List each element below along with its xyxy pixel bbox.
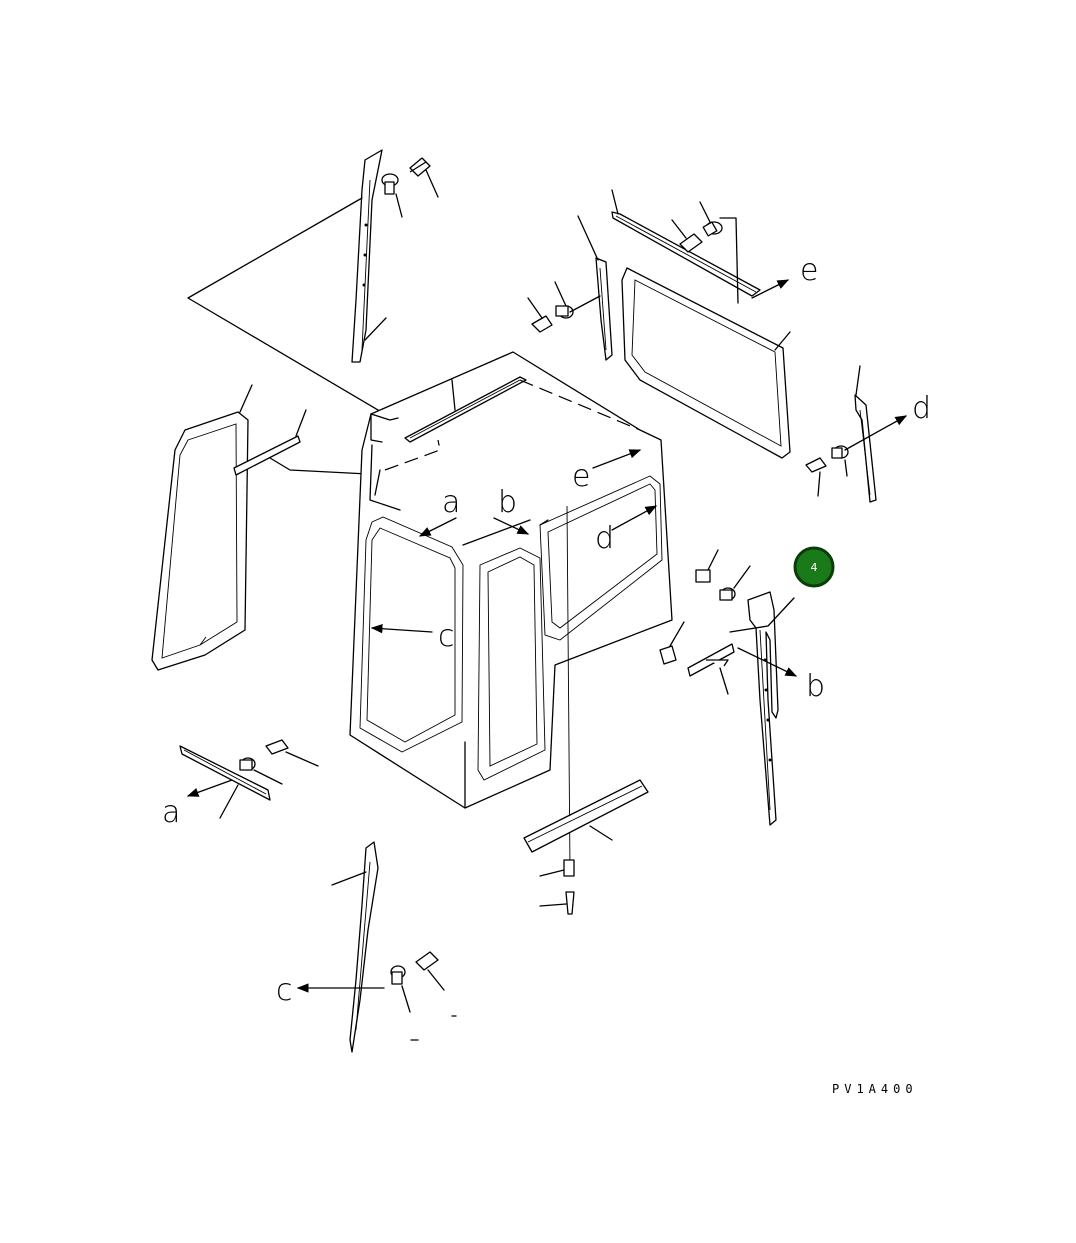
leader-line	[566, 505, 571, 871]
ref-letter-d: d	[912, 391, 931, 426]
arrow-a-cab	[418, 517, 457, 537]
ref-letter-c: c	[438, 619, 455, 654]
bracket-part	[687, 643, 735, 695]
front-sill-trim	[523, 779, 649, 853]
bolt-icon	[699, 201, 723, 237]
arrow-d-cab	[611, 505, 658, 531]
side-window-glass	[151, 384, 253, 671]
top-rail-strip	[611, 189, 761, 297]
bolt-icon	[390, 965, 411, 1013]
bolt-icon	[719, 565, 751, 601]
bolt-icon	[831, 445, 849, 477]
side-trim-strip	[233, 409, 369, 476]
front-pillar-trim-lower	[331, 841, 379, 1053]
arrow-b-part	[737, 647, 798, 677]
screw-icon	[805, 457, 827, 497]
rear-pillar-trim-right	[854, 365, 877, 503]
drawing-code: PV1A400	[832, 1082, 918, 1096]
bolt-icon	[554, 281, 574, 319]
arrow-d-part	[844, 415, 908, 451]
arrow-e-part	[751, 279, 790, 299]
ref-letter-b: b	[498, 485, 517, 520]
leader-line	[729, 597, 795, 633]
leader-line	[569, 295, 601, 313]
ref-letter-e: e	[572, 459, 590, 494]
ref-letter-d: d	[595, 521, 614, 556]
leader-line	[187, 197, 396, 421]
bolt-icon	[539, 859, 575, 877]
ref-letter-e: e	[800, 253, 818, 288]
ref-letter-a: a	[442, 485, 460, 520]
arrow-e-cab	[592, 449, 642, 469]
screw-icon	[409, 157, 439, 198]
screw-icon	[527, 297, 553, 333]
clip-icon	[659, 621, 685, 665]
bolt-icon	[239, 757, 283, 785]
rear-pillar-trim-small	[577, 215, 613, 361]
ref-letter-b: b	[806, 669, 825, 704]
bolt-icon	[695, 549, 719, 583]
ref-letter-a: a	[162, 795, 180, 830]
rear-window-glass	[621, 267, 791, 459]
front-pillar-trim-upper	[351, 149, 387, 363]
screw-icon	[539, 891, 575, 915]
leader-line	[719, 217, 739, 304]
screw-icon	[265, 739, 319, 767]
bolt-icon	[381, 173, 403, 218]
arrow-c-cab	[370, 624, 433, 634]
ref-letter-c: c	[276, 973, 293, 1008]
cab-body	[349, 351, 673, 809]
screw-icon	[671, 219, 703, 253]
arrow-a-part	[186, 779, 233, 797]
arrow-b-cab	[493, 517, 530, 535]
callout-number: 4	[811, 561, 818, 574]
lower-sill-trim	[179, 745, 271, 819]
screw-icon	[415, 951, 445, 991]
callout-badge[interactable]: 4	[793, 546, 835, 588]
